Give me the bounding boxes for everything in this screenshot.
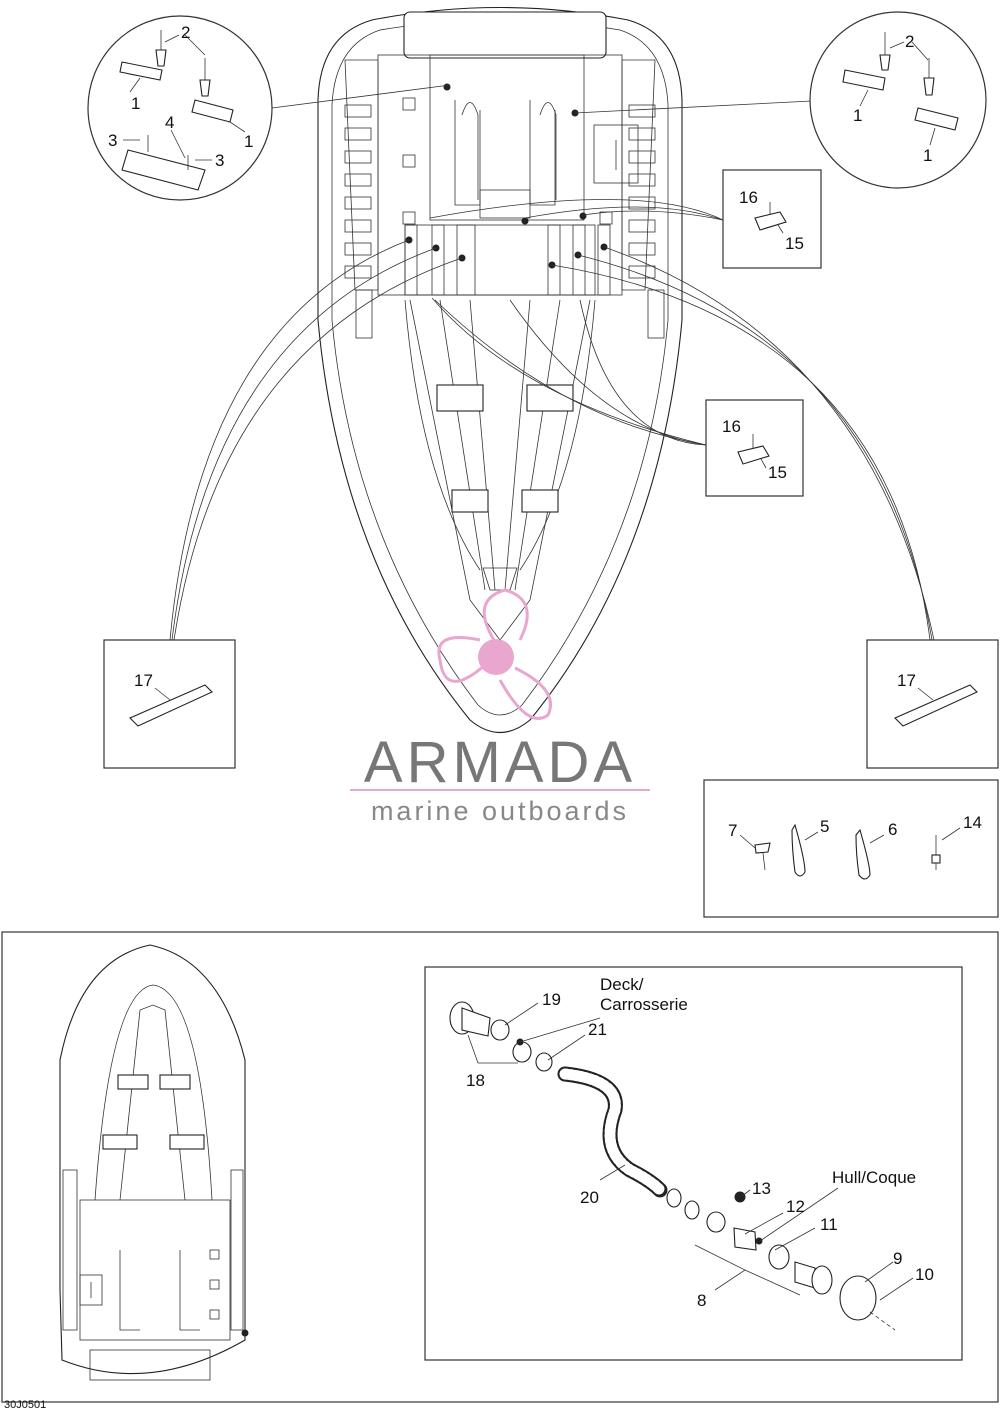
callout-6: 6 [888, 820, 897, 839]
plate-part-1d [914, 107, 959, 131]
droplet-icon-13 [734, 1191, 746, 1203]
hull-pad-front-left [451, 489, 489, 513]
callout-1: 1 [244, 132, 253, 151]
vent-assembly-detail: 19 Deck/ Carrosserie 21 18 20 13 Hull/Co… [424, 966, 963, 1361]
callout-19: 19 [542, 990, 561, 1009]
screw-part-7 [754, 842, 771, 854]
callout-18: 18 [466, 1071, 485, 1090]
deck-label-line1: Deck/ [600, 975, 644, 994]
callout-20: 20 [580, 1188, 599, 1207]
deck-label-line2: Carrosserie [600, 995, 688, 1014]
propeller-logo-mark [437, 588, 553, 720]
hull-pad-front-right [521, 489, 559, 513]
clamp-part-21b [666, 1188, 682, 1208]
hull-small-view [59, 944, 249, 1381]
detail-box-strip-right: 17 [866, 639, 999, 769]
propeller-hub [478, 639, 514, 675]
tie-part-6 [855, 828, 871, 880]
detail-box-pad-lower: 16 15 [705, 399, 804, 497]
detail-box-pad-upper: 16 15 [722, 169, 822, 269]
callout-17: 17 [897, 671, 916, 690]
callout-15: 15 [768, 463, 787, 482]
callout-7: 7 [728, 821, 737, 840]
logo-tagline: marine outboards [371, 796, 629, 826]
callout-21: 21 [588, 1020, 607, 1039]
callout-16: 16 [739, 188, 758, 207]
vent-part-9 [839, 1275, 877, 1321]
detail-box-fasteners: 7 5 6 14 [703, 779, 999, 918]
callout-13: 13 [752, 1179, 771, 1198]
callout-3: 3 [108, 131, 117, 150]
logo-wordmark: ARMADA [364, 730, 636, 795]
callout-11: 11 [820, 1215, 838, 1234]
callout-17: 17 [134, 671, 153, 690]
washer-part-11 [768, 1244, 790, 1270]
callout-14: 14 [963, 813, 982, 832]
strip-part-17-left [129, 684, 213, 727]
plate-part-1a [119, 61, 163, 81]
callout-1: 1 [923, 146, 932, 165]
callout-3: 3 [215, 151, 224, 170]
detail-circle-left: 2 1 1 3 3 4 [87, 15, 273, 201]
hull-pad-right [526, 384, 574, 412]
callout-4: 4 [165, 113, 174, 132]
callout-16: 16 [722, 417, 741, 436]
tie-part-5 [791, 823, 806, 877]
armada-logo: ARMADA marine outboards [350, 588, 650, 826]
clamp-part-21 [535, 1052, 553, 1072]
callout-1: 1 [853, 106, 862, 125]
nut-part-18 [512, 1041, 532, 1063]
coupler-part-12 [733, 1227, 757, 1251]
figure-code: 30J0501 [4, 1399, 46, 1411]
callout-2: 2 [181, 23, 190, 42]
washer-part-19 [490, 1019, 510, 1041]
plate-part-1c [842, 69, 886, 91]
block-part-4 [121, 149, 206, 191]
hull-pad-left [436, 384, 484, 412]
leader-lines [169, 84, 935, 1334]
callout-10: 10 [915, 1265, 934, 1284]
callout-8: 8 [697, 1291, 706, 1310]
callout-15: 15 [785, 234, 804, 253]
callout-5: 5 [820, 817, 829, 836]
rear-bumper-panel [403, 11, 607, 59]
hull-label: Hull/Coque [832, 1168, 916, 1187]
callout-12: 12 [786, 1197, 805, 1216]
callout-1: 1 [131, 94, 140, 113]
callout-9: 9 [893, 1249, 902, 1268]
detail-circle-right: 2 1 1 [809, 11, 987, 189]
detail-box-strip-left: 17 [103, 639, 236, 769]
hull-top-view [317, 6, 683, 733]
callout-2: 2 [905, 32, 914, 51]
bottom-panel: 19 Deck/ Carrosserie 21 18 20 13 Hull/Co… [1, 931, 999, 1403]
strip-part-17-right [894, 684, 978, 727]
